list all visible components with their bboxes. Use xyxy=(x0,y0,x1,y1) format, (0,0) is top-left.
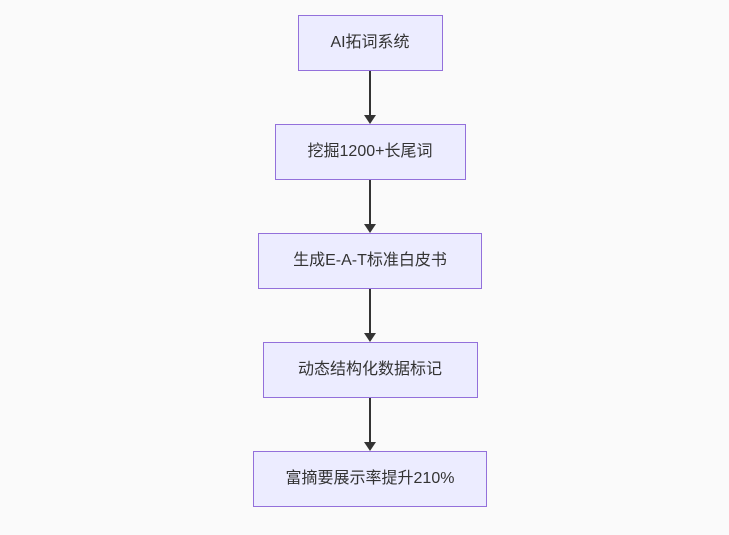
flow-node-label: 富摘要展示率提升210% xyxy=(285,470,455,487)
arrow-edge-2 xyxy=(364,180,376,233)
arrow-line xyxy=(369,180,371,224)
arrow-edge-1 xyxy=(364,71,376,124)
arrow-down-icon xyxy=(364,115,376,124)
arrow-line xyxy=(369,398,371,442)
arrow-edge-4 xyxy=(364,398,376,451)
flow-node-structured-data-markup: 动态结构化数据标记 xyxy=(262,342,478,398)
arrow-down-icon xyxy=(364,442,376,451)
arrow-edge-3 xyxy=(364,289,376,342)
flow-node-label: AI拓词系统 xyxy=(330,34,410,51)
arrow-line xyxy=(369,71,371,115)
flowchart-column: AI拓词系统 挖掘1200+长尾词 生成E-A-T标准白皮书 动态结构化数据标记 xyxy=(253,15,487,507)
flow-node-ai-keyword-system: AI拓词系统 xyxy=(297,15,443,71)
flow-node-rich-snippet-result: 富摘要展示率提升210% xyxy=(253,451,487,507)
arrow-down-icon xyxy=(364,224,376,233)
arrow-line xyxy=(369,289,371,333)
flow-node-eat-whitepaper: 生成E-A-T标准白皮书 xyxy=(258,233,482,289)
flow-node-label: 挖掘1200+长尾词 xyxy=(307,143,433,160)
flow-node-longtail-mining: 挖掘1200+长尾词 xyxy=(274,124,466,180)
flow-node-label: 动态结构化数据标记 xyxy=(297,361,442,378)
arrow-down-icon xyxy=(364,333,376,342)
flow-node-label: 生成E-A-T标准白皮书 xyxy=(293,252,447,269)
